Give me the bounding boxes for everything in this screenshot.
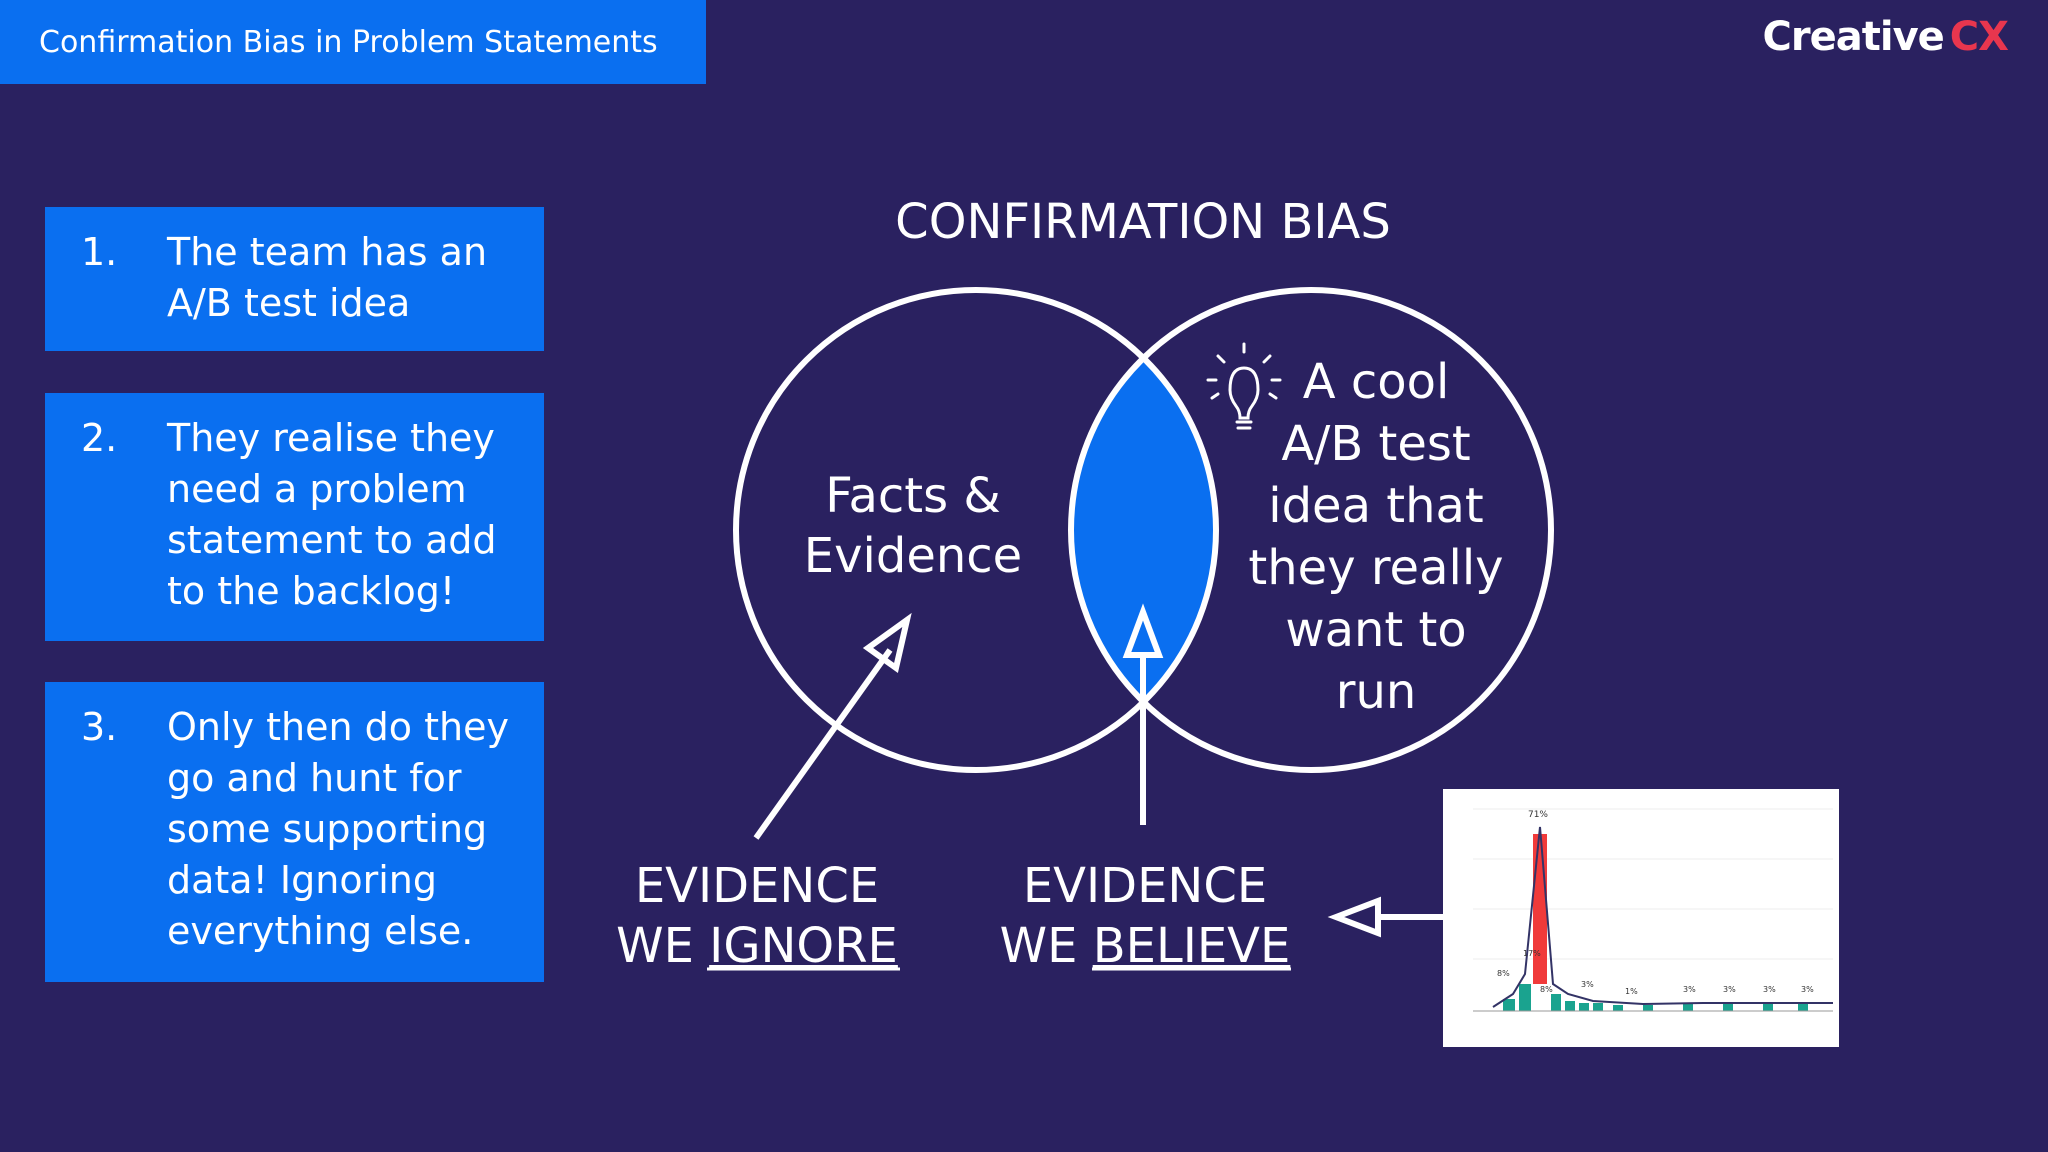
data-label: 1%	[1625, 987, 1638, 996]
left-circle-line-1: Facts &	[825, 468, 1001, 524]
right-circle-line-2: A/B test	[1281, 416, 1470, 472]
left-circle-line-2: Evidence	[804, 528, 1022, 584]
label-believe-prefix: WE	[1000, 918, 1093, 974]
right-circle-line-4: they really	[1248, 540, 1503, 596]
arrow-believe	[1122, 603, 1164, 825]
logo-accent: CX	[1949, 14, 2009, 60]
data-label: 8%	[1497, 969, 1510, 978]
diagram-title: CONFIRMATION BIAS	[895, 194, 1391, 250]
label-believe-line-1: EVIDENCE	[1023, 858, 1267, 914]
bar	[1723, 1004, 1733, 1011]
bar	[1613, 1005, 1623, 1011]
venn-right-circle	[1068, 287, 1554, 773]
peak-bar	[1533, 834, 1547, 984]
right-circle-line-3: idea that	[1268, 478, 1483, 534]
bar	[1593, 1003, 1603, 1011]
step-2-text: They realise they need a problem stateme…	[167, 416, 497, 613]
venn-left-circle	[733, 287, 1219, 773]
data-label: 8%	[1540, 985, 1553, 994]
label-believe-line-2: WE BELIEVE	[1000, 918, 1291, 974]
slide-title-bar: Confirmation Bias in Problem Statements	[0, 0, 706, 84]
bar	[1798, 1004, 1808, 1011]
trend-line	[1492, 826, 1833, 1008]
right-circle-line-6: run	[1336, 664, 1417, 720]
step-2-box: 2. They realise they need a problem stat…	[45, 393, 544, 641]
step-3-box: 3. Only then do they go and hunt for som…	[45, 682, 544, 982]
data-label: 3%	[1581, 980, 1594, 989]
data-label: 3%	[1763, 985, 1776, 994]
step-1-number: 1.	[81, 230, 118, 274]
label-believe-emph: BELIEVE	[1093, 918, 1291, 974]
lightbulb-icon	[1206, 342, 1282, 430]
mini-chart: 71% 17% 8% 8% 3% 1% 3% 3% 3% 3%	[1473, 808, 1833, 1012]
step-3-number: 3.	[81, 705, 118, 749]
bar	[1503, 999, 1515, 1011]
arrow-from-chart	[1327, 896, 1443, 938]
label-ignore-prefix: WE	[616, 918, 709, 974]
bar	[1551, 994, 1561, 1011]
bar	[1579, 1003, 1589, 1011]
logo-text: Creative	[1762, 14, 1945, 60]
data-label: 3%	[1683, 985, 1696, 994]
step-1-box: 1. The team has an A/B test idea	[45, 207, 544, 351]
data-label: 3%	[1801, 985, 1814, 994]
bar	[1519, 984, 1531, 1011]
step-1-text: The team has an A/B test idea	[167, 230, 488, 325]
bar	[1683, 1004, 1693, 1011]
bar	[1763, 1004, 1773, 1011]
data-label: 17%	[1523, 949, 1541, 958]
label-ignore-emph: IGNORE	[709, 918, 898, 974]
mini-chart-screenshot: 71% 17% 8% 8% 3% 1% 3% 3% 3% 3%	[1443, 789, 1839, 1047]
step-2-number: 2.	[81, 416, 118, 460]
slide-title: Confirmation Bias in Problem Statements	[39, 24, 658, 60]
peak-label: 71%	[1528, 810, 1548, 820]
right-circle-line-1: A cool	[1303, 354, 1450, 410]
right-circle-line-5: want to	[1285, 602, 1466, 658]
label-ignore-line-2: WE IGNORE	[616, 918, 898, 974]
bar	[1643, 1005, 1653, 1011]
data-label: 3%	[1723, 985, 1736, 994]
arrow-ignore	[753, 612, 912, 840]
teal-bars	[1503, 984, 1808, 1011]
step-3-text: Only then do they go and hunt for some s…	[167, 705, 509, 953]
label-ignore-line-1: EVIDENCE	[635, 858, 879, 914]
bar	[1565, 1001, 1575, 1011]
